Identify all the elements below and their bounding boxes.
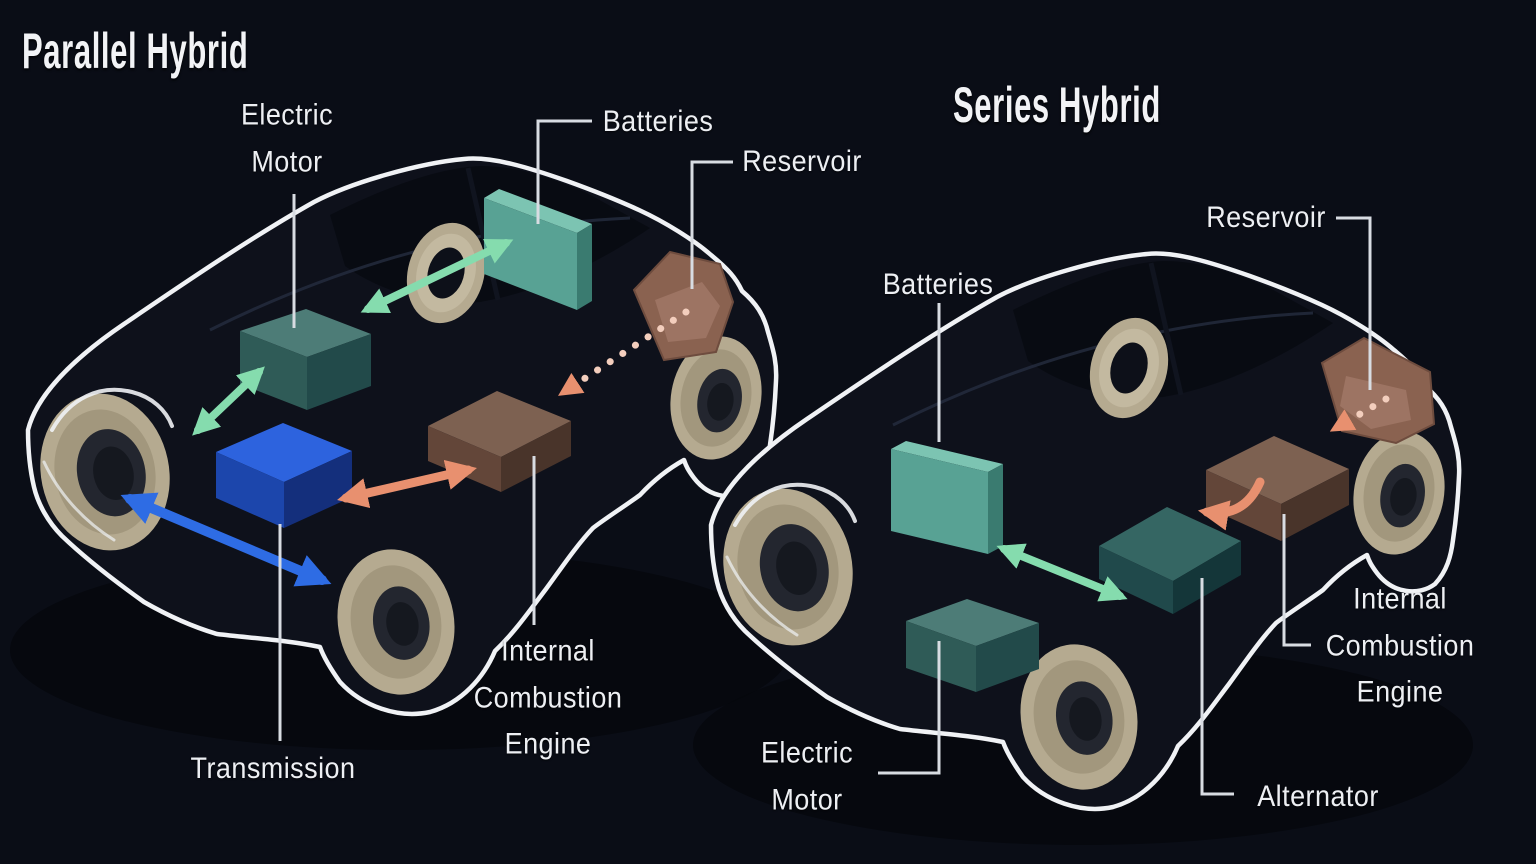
parallel-transmission-label: Transmission [190,751,356,785]
battery-pack [891,441,1003,554]
reservoir-leader-line [690,160,733,289]
parallel-leader-lines [278,119,733,741]
parallel-electric-motor-label: Electric Motor [240,98,334,179]
series-batteries-label: Batteries [882,267,994,301]
power-flow-arrow-battery-motor [360,238,514,314]
fuel-dotted-arrow-reservoir-engine [558,308,690,396]
electric-motor-box [240,309,371,410]
series-alternator-label: Alternator [1257,779,1379,813]
electric-motor-leader-line [878,641,941,775]
parallel-engine-label: Internal Combustion Engine [473,634,623,761]
fuel-dotted-arrow-reservoir-engine [1329,395,1390,432]
series-hybrid-components [878,216,1436,796]
reservoir-leader-line [1336,216,1372,390]
parallel-batteries-label: Batteries [602,104,714,138]
mech-arrow-engine-alternator [1197,477,1265,531]
power-flow-arrow-motor-transmission [192,366,265,436]
mech-arrow-engine-transmission [337,459,477,509]
parallel-reservoir-label: Reservoir [742,144,862,178]
series-reservoir-label: Reservoir [1206,200,1326,234]
engine-box [428,391,571,492]
series-engine-label: Internal Combustion Engine [1325,582,1475,709]
series-electric-motor-label: Electric Motor [760,736,854,817]
parallel-hybrid-title: Parallel Hybrid [22,23,249,79]
drive-arrow-transmission-wheels [120,492,332,587]
parallel-hybrid-car-drawing [10,159,790,750]
series-hybrid-title: Series Hybrid [953,77,1161,133]
electric-motor-box [906,599,1039,692]
alternator-leader-line [1200,578,1234,796]
engine-leader-line [1282,514,1311,647]
parallel-hybrid-components [120,119,735,741]
power-flow-arrow-battery-alternator [996,543,1128,602]
series-leader-lines [878,216,1372,796]
batteries-leader-line [536,119,592,224]
